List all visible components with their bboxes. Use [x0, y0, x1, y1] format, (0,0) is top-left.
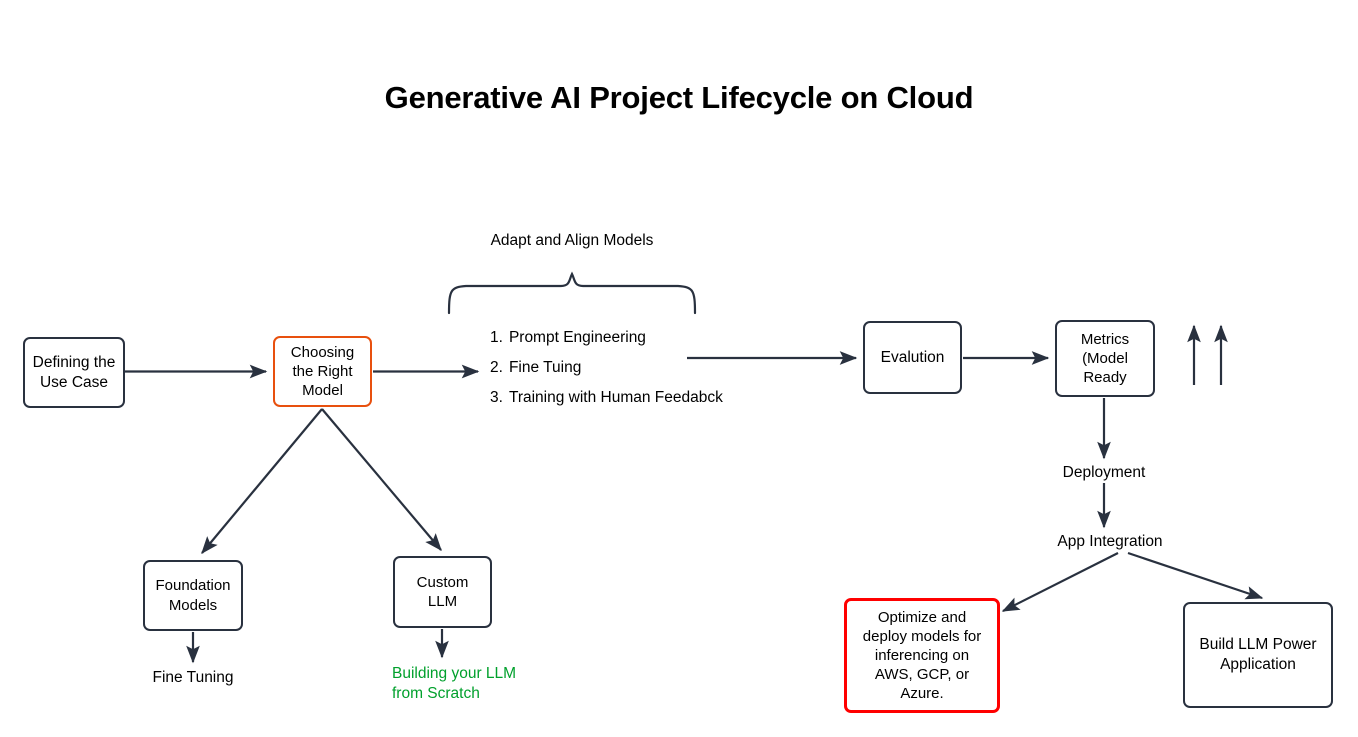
- edge-appintegration-to-optimize: [1001, 552, 1119, 612]
- label-fine-tuning: Fine Tuning: [152, 669, 234, 686]
- adapt-step-text: Training with Human Feedabck: [508, 389, 723, 406]
- adapt-step-item: 3. Training with Human Feedabck: [490, 389, 723, 419]
- curly-brace-up-icon: [447, 271, 697, 315]
- label-adapt-and-align-models: Adapt and Align Models: [490, 232, 654, 249]
- node-build-llm-application[interactable]: Build LLM Power Application: [1183, 602, 1333, 708]
- label-app-integration: App Integration: [1057, 533, 1163, 550]
- node-foundation-models[interactable]: Foundation Models: [143, 560, 243, 631]
- label-building-llm-from-scratch: Building your LLM from Scratch: [392, 665, 517, 703]
- adapt-step-text: Prompt Engineering: [508, 329, 646, 346]
- edge-appintegration-to-buildllm: [1127, 551, 1264, 600]
- node-custom-llm[interactable]: Custom LLM: [393, 556, 492, 628]
- label-deployment: Deployment: [1062, 464, 1146, 481]
- node-choosing-right-model[interactable]: Choosing the Right Model: [273, 336, 372, 407]
- adapt-step-item: 2. Fine Tuing: [490, 359, 723, 389]
- adapt-step-text: Fine Tuing: [508, 359, 582, 376]
- node-optimize-deploy[interactable]: Optimize and deploy models for inferenci…: [844, 598, 1000, 713]
- adapt-step-number: 3.: [490, 389, 503, 406]
- page-title: Generative AI Project Lifecycle on Cloud: [384, 80, 974, 115]
- node-evalution[interactable]: Evalution: [863, 321, 962, 394]
- edge-choosing-to-foundation: [201, 408, 323, 555]
- edge-choosing-to-custom-llm: [321, 408, 442, 552]
- node-defining-use-case[interactable]: Defining the Use Case: [23, 337, 125, 408]
- node-metrics-model-ready[interactable]: Metrics (Model Ready: [1055, 320, 1155, 397]
- adapt-step-number: 1.: [490, 329, 503, 346]
- adapt-step-item: 1. Prompt Engineering: [490, 329, 723, 359]
- adapt-step-number: 2.: [490, 359, 503, 376]
- adapt-align-step-list: 1. Prompt Engineering 2. Fine Tuing 3. Traini…: [490, 329, 723, 419]
